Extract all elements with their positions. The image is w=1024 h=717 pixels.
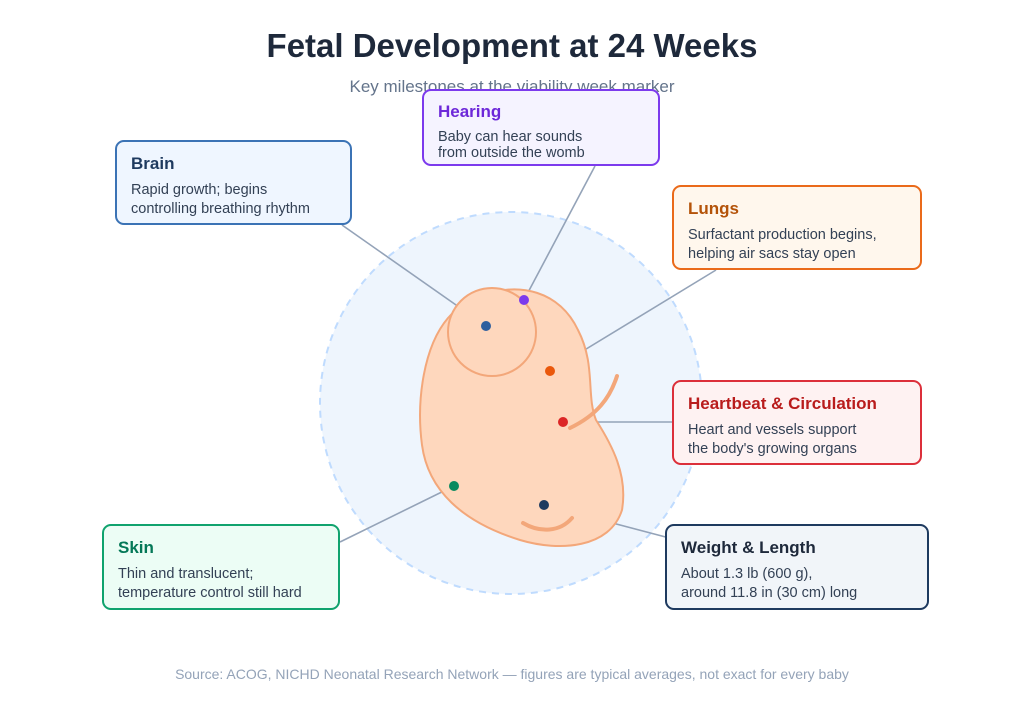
- callout-description: Surfactant production begins, helping ai…: [688, 226, 906, 264]
- callout-heartbeat: Heartbeat & Circulation Heart and vessel…: [672, 380, 922, 465]
- callout-line: helping air sacs stay open: [688, 246, 856, 262]
- heart-dot: [558, 417, 568, 427]
- callout-line: Heart and vessels support: [688, 422, 857, 438]
- fetus-leg: [521, 516, 574, 532]
- callout-line: Thin and translucent;: [118, 566, 254, 582]
- callout-weight-length: Weight & Length About 1.3 lb (600 g), ar…: [665, 524, 929, 610]
- callout-title: Weight & Length: [681, 538, 816, 557]
- hearing-connector: [523, 165, 596, 301]
- callout-line: Rapid growth; begins: [131, 182, 268, 198]
- callout-description: About 1.3 lb (600 g), around 11.8 in (30…: [681, 565, 913, 603]
- brain-dot: [481, 321, 491, 331]
- callout-line: Surfactant production begins,: [688, 227, 877, 243]
- hearing-dot: [519, 295, 529, 305]
- callout-title: Brain: [131, 154, 175, 173]
- weight-dot: [539, 500, 549, 510]
- callout-brain: Brain Rapid growth; begins controlling b…: [115, 140, 352, 225]
- callout-line: About 1.3 lb (600 g),: [681, 566, 813, 582]
- fetus-head: [447, 287, 537, 377]
- callout-line: around 11.8 in (30 cm) long: [681, 585, 858, 601]
- fetus-arm: [568, 374, 619, 430]
- page-title: Fetal Development at 24 Weeks: [266, 27, 758, 64]
- callout-hearing: Hearing Baby can hear sounds from outsid…: [422, 89, 660, 166]
- callout-description: Thin and translucent; temperature contro…: [118, 565, 324, 603]
- callout-line: temperature control still hard: [118, 585, 302, 601]
- callout-title: Heartbeat & Circulation: [688, 394, 877, 413]
- callout-title: Hearing: [438, 102, 502, 121]
- skin-dot: [449, 481, 459, 491]
- callout-description: Rapid growth; begins controlling breathi…: [131, 181, 336, 219]
- callout-line: the body's growing organs: [688, 441, 857, 457]
- skin-connector: [339, 485, 455, 543]
- callout-line: from outside the womb: [438, 145, 585, 161]
- callout-title: Skin: [118, 538, 154, 557]
- callout-line: Baby can hear sounds: [438, 129, 583, 145]
- callout-description: Heart and vessels support the body's gro…: [688, 421, 906, 459]
- lungs-dot: [545, 366, 555, 376]
- source-note: Source: ACOG, NICHD Neonatal Research Ne…: [175, 666, 849, 682]
- callout-description: Baby can hear sounds from outside the wo…: [438, 129, 644, 161]
- callout-title: Lungs: [688, 199, 739, 218]
- callout-skin: Skin Thin and translucent; temperature c…: [102, 524, 340, 610]
- callout-line: controlling breathing rhythm: [131, 201, 310, 217]
- callout-lungs: Lungs Surfactant production begins, help…: [672, 185, 922, 270]
